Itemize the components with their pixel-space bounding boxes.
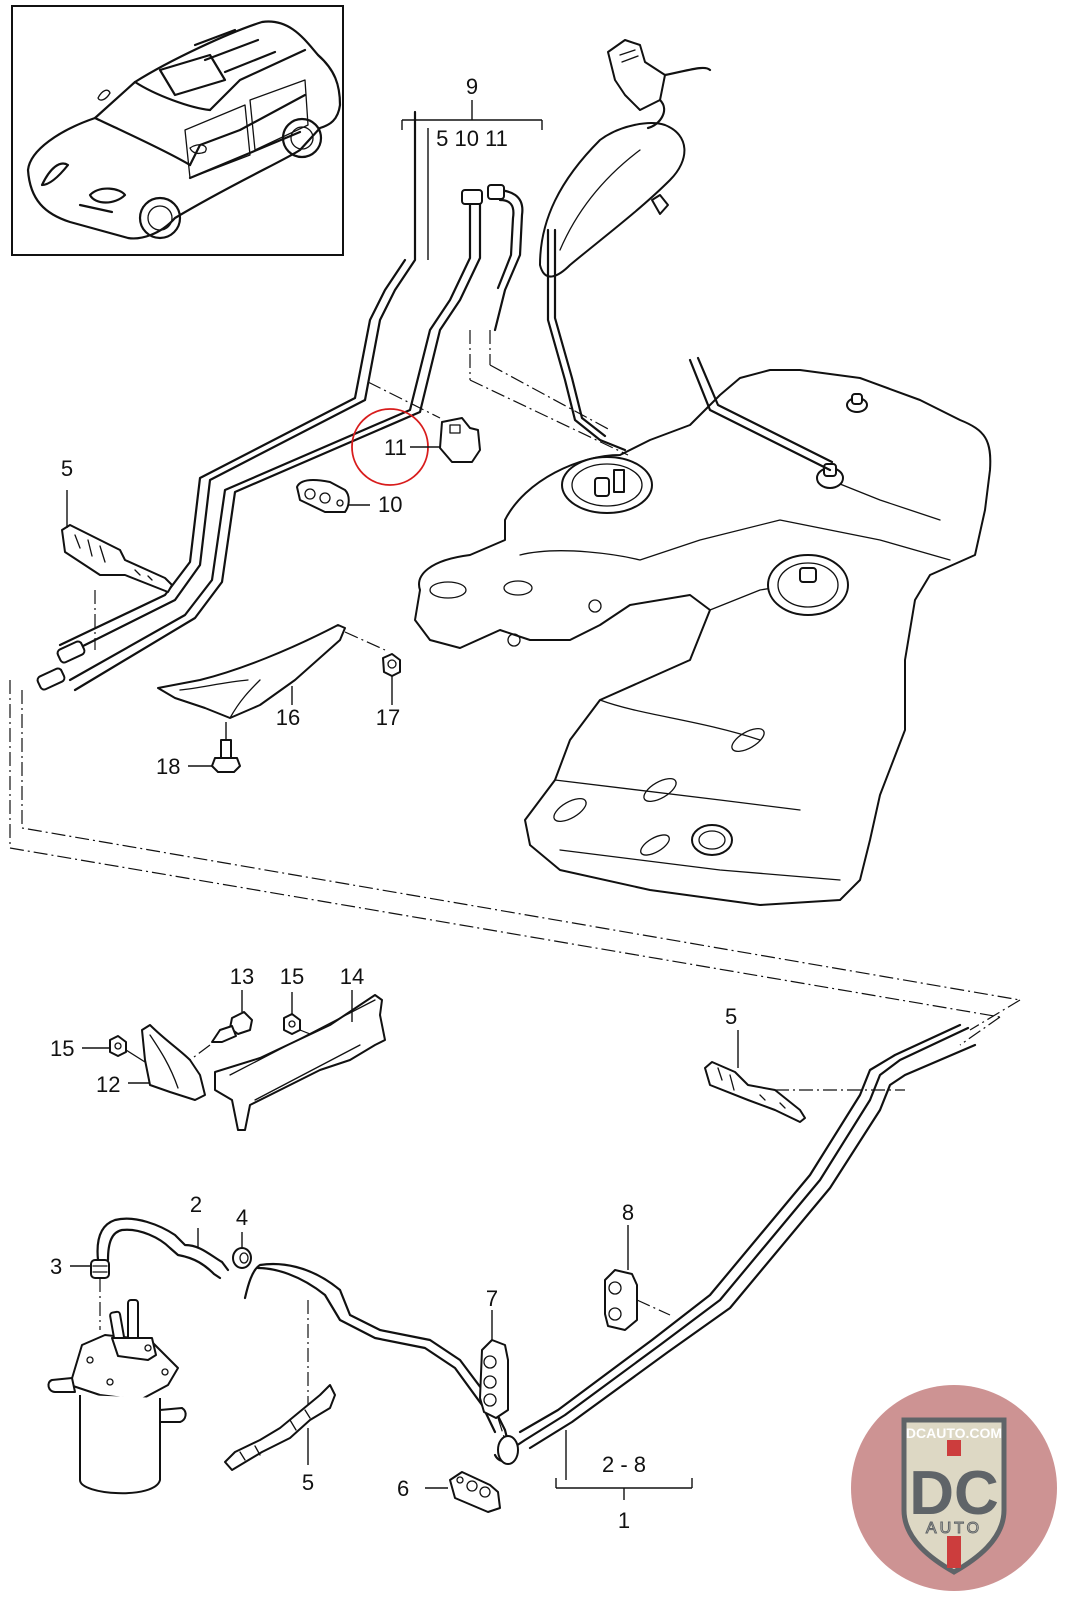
callout-11: 11 xyxy=(384,435,407,460)
callout-14: 14 xyxy=(340,964,364,989)
part-5-clip-right[interactable] xyxy=(704,1030,905,1123)
part-16-heat-shield[interactable] xyxy=(157,624,386,719)
callout-2: 2 xyxy=(190,1192,202,1217)
callout-6: 6 xyxy=(397,1476,409,1501)
callout-17: 17 xyxy=(376,705,400,730)
callout-5-lower: 5 xyxy=(302,1470,314,1495)
part-13-bolt[interactable] xyxy=(189,990,253,1061)
sender-flange xyxy=(767,554,849,616)
part-11-clip[interactable] xyxy=(351,381,481,486)
callout-12: 12 xyxy=(96,1072,120,1097)
callout-18: 18 xyxy=(156,754,180,779)
logo-sub-text: AUTO xyxy=(926,1520,982,1537)
part-4-clamp[interactable] xyxy=(232,1232,252,1269)
callout-16: 16 xyxy=(276,705,300,730)
suv-icon xyxy=(26,20,342,240)
callout-4: 4 xyxy=(236,1205,248,1230)
filler-cap xyxy=(607,39,666,111)
callout-15-left: 15 xyxy=(50,1036,74,1061)
part-10-spacer[interactable] xyxy=(296,478,370,513)
part-5-clip-upper[interactable] xyxy=(61,490,173,650)
group-9-sublabel: 5 10 11 xyxy=(436,126,508,151)
lower-fuel-lines xyxy=(243,1023,977,1465)
callout-15-right: 15 xyxy=(280,964,304,989)
logo-shield xyxy=(901,1417,1007,1575)
group-1-sublabel: 2 - 8 xyxy=(602,1452,646,1477)
callout-10: 10 xyxy=(378,492,402,517)
dcauto-watermark-logo: DCAUTO.COM DC AUTO xyxy=(851,1385,1057,1591)
part-5-clip-lower[interactable] xyxy=(224,1300,336,1471)
logo-top-text: DCAUTO.COM xyxy=(906,1425,1002,1441)
callout-5-upper: 5 xyxy=(61,456,73,481)
part-15-nut-left[interactable] xyxy=(82,1035,146,1063)
filler-neck[interactable] xyxy=(539,39,834,472)
group-bracket-1 xyxy=(555,1430,693,1500)
part-17-nut[interactable] xyxy=(382,653,401,705)
part-2-hose[interactable] xyxy=(96,1217,230,1280)
callout-13: 13 xyxy=(230,964,254,989)
routing-lines xyxy=(9,680,1021,1046)
part-8-holder[interactable] xyxy=(604,1225,671,1331)
vehicle-thumbnail xyxy=(11,5,344,256)
callout-7: 7 xyxy=(486,1286,498,1311)
line-fitting xyxy=(487,184,505,200)
group-bracket-9 xyxy=(401,100,543,260)
callout-5-right: 5 xyxy=(725,1004,737,1029)
fuel-tank[interactable] xyxy=(414,369,992,906)
callout-3: 3 xyxy=(50,1254,62,1279)
fuel-filter[interactable] xyxy=(47,1299,187,1495)
line-fitting xyxy=(461,189,483,205)
part-12-bracket[interactable] xyxy=(128,1024,206,1101)
part-18-bolt[interactable] xyxy=(188,722,241,773)
line-fitting xyxy=(36,667,66,691)
part-14-heat-shield[interactable] xyxy=(214,990,386,1131)
part-7-holder[interactable] xyxy=(479,1310,509,1441)
callout-9: 9 xyxy=(466,74,478,99)
part-3-clamp[interactable] xyxy=(70,1259,110,1330)
callout-8: 8 xyxy=(622,1200,634,1225)
line-fitting xyxy=(56,640,86,664)
upper-fuel-lines xyxy=(36,110,524,692)
logo-main-text: DC xyxy=(909,1459,999,1528)
callout-1: 1 xyxy=(618,1508,630,1533)
part-6-spacer[interactable] xyxy=(425,1471,501,1513)
